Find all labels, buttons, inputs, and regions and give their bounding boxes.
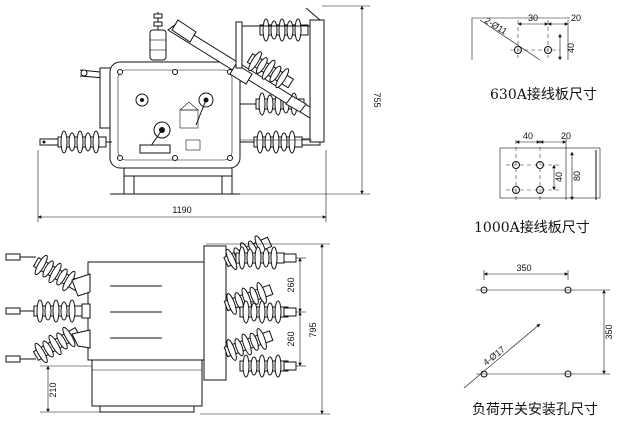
- plate-1000-caption: 1000A接线板尺寸: [474, 219, 590, 236]
- phase-spacing-dimensions: 260 260: [286, 257, 306, 367]
- offset-dimension: 210: [40, 365, 100, 413]
- plate-630-dim-b: 20: [571, 13, 581, 23]
- offset-label: 210: [48, 382, 58, 397]
- front-height-label: 755: [372, 92, 382, 107]
- front-width-label: 1190: [172, 205, 191, 215]
- plate-1000-drawing: 40 20 40 80 1000A接线板尺寸: [474, 131, 601, 236]
- plate-1000-dim-c: 40: [554, 172, 564, 182]
- base: [110, 167, 240, 195]
- mount-height-label: 350: [604, 324, 614, 339]
- right-phase-insulators: [220, 231, 297, 378]
- depth-dimension: 795: [200, 243, 330, 415]
- plate-1000-dim-b: 20: [561, 131, 571, 141]
- phase-spacing-lower: 260: [286, 331, 296, 346]
- plate-630-dim-c: 40: [566, 43, 576, 53]
- plate-630-hole-spec: 2-Ø11: [483, 15, 509, 36]
- top-terminal: [149, 12, 167, 61]
- front-view: 1190 755: [37, 5, 382, 222]
- plate-630-caption: 630A接线板尺寸: [490, 86, 597, 103]
- right-frame: [235, 7, 325, 143]
- mount-holes-caption: 负荷开关安装孔尺寸: [472, 402, 598, 418]
- plate-1000-dim-d: 80: [572, 171, 582, 181]
- mount-holes-drawing: 350 350 4-Ø17 负荷开关安装孔尺寸: [463, 263, 614, 418]
- main-tank: [109, 61, 241, 169]
- front-width-dimension: 1190: [37, 150, 327, 222]
- top-view: 260 260 795 210: [5, 231, 330, 415]
- phase-spacing-upper: 260: [286, 277, 296, 292]
- mechanism: [135, 92, 214, 154]
- front-height-dimension: 755: [240, 5, 382, 195]
- plate-1000-dim-a: 40: [523, 131, 533, 141]
- top-view-body: [87, 261, 209, 361]
- plate-630-drawing: 2-Ø11 30 20 40 630A接线板尺寸: [471, 13, 597, 103]
- top-view-plate: [203, 245, 227, 381]
- plate-630-dim-a: 30: [528, 13, 538, 23]
- mount-hole-spec: 4-Ø17: [481, 344, 507, 367]
- left-phase-insulators: [5, 251, 91, 367]
- operating-lever: [79, 67, 131, 129]
- mount-width-label: 350: [516, 263, 531, 273]
- depth-label: 795: [308, 322, 318, 337]
- left-insulator: [39, 130, 112, 154]
